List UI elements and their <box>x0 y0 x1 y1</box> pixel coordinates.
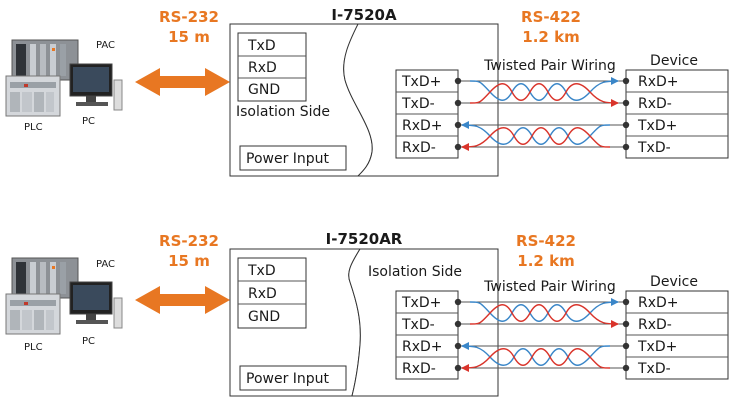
device-pin-rxd-plus: RxD+ <box>638 74 679 90</box>
panel-i7520ar: PAC PLC PC RS-232 15 m I-7520AR TxD RxD … <box>5 230 729 397</box>
rs232-label: RS-232 <box>159 232 219 250</box>
device-pin-txd-plus: TxD+ <box>637 118 677 134</box>
pc-icon <box>69 63 123 111</box>
twisted-pair-wires <box>454 298 630 372</box>
pc-label: PC <box>82 116 95 127</box>
rs422-label: RS-422 <box>521 8 581 26</box>
pac-icon <box>11 39 79 81</box>
power-input-label: Power Input <box>246 371 330 387</box>
pin-gnd: GND <box>248 309 280 325</box>
rs422-distance: 1.2 km <box>517 252 574 270</box>
pac-label: PAC <box>96 40 115 51</box>
isolation-side-label: Isolation Side <box>236 104 330 120</box>
rs232-arrow-icon <box>135 286 230 314</box>
device-pin-block: RxD+ RxD- TxD+ TxD- <box>625 290 729 380</box>
power-input-box <box>239 365 347 391</box>
pin-rxd-plus: RxD+ <box>402 339 443 355</box>
device-label: Device <box>650 274 698 290</box>
twisted-pair-wires <box>454 77 630 151</box>
twisted-pair-label: Twisted Pair Wiring <box>483 58 616 74</box>
rs422-pin-block: TxD+ TxD- RxD+ RxD- <box>395 290 459 380</box>
pin-txd: TxD <box>247 263 276 279</box>
pin-rxd: RxD <box>248 286 277 302</box>
device-label: Device <box>650 53 698 69</box>
device-pin-rxd-plus: RxD+ <box>638 295 679 311</box>
rs422-distance: 1.2 km <box>522 28 579 46</box>
rs422-pin-block: TxD+ TxD- RxD+ RxD- <box>395 69 459 159</box>
power-input-box <box>239 145 347 171</box>
device-pin-txd-plus: TxD+ <box>637 339 677 355</box>
pin-txd-plus: TxD+ <box>401 295 441 311</box>
pin-rxd-minus: RxD- <box>402 361 436 377</box>
rs232-distance: 15 m <box>168 252 210 270</box>
plc-icon <box>5 293 61 335</box>
device-pin-txd-minus: TxD- <box>637 361 671 377</box>
pin-txd-minus: TxD- <box>401 96 435 112</box>
panel-i7520a: PAC PLC PC RS-232 15 m I-7520A TxD RxD G… <box>5 6 729 177</box>
pc-icon <box>69 281 123 329</box>
power-input-label: Power Input <box>246 151 330 167</box>
pin-txd: TxD <box>247 38 276 54</box>
rs232-distance: 15 m <box>168 28 210 46</box>
device-pin-block: RxD+ RxD- TxD+ TxD- <box>625 69 729 159</box>
rs422-label: RS-422 <box>516 232 576 250</box>
rs232-pin-block: TxD RxD GND <box>237 257 307 329</box>
device-pin-rxd-minus: RxD- <box>638 317 672 333</box>
rs232-arrow-icon <box>135 68 230 96</box>
model-title: I-7520AR <box>326 230 403 248</box>
device-pin-txd-minus: TxD- <box>637 140 671 156</box>
pac-icon <box>11 257 79 299</box>
pac-label: PAC <box>96 259 115 270</box>
isolation-side-label: Isolation Side <box>368 264 462 280</box>
plc-label: PLC <box>24 122 43 133</box>
pin-rxd: RxD <box>248 60 277 76</box>
model-title: I-7520A <box>331 6 397 24</box>
computers-illustration: PAC PLC PC <box>5 257 123 353</box>
rs232-pin-block: TxD RxD GND <box>237 32 307 102</box>
pin-txd-minus: TxD- <box>401 317 435 333</box>
plc-label: PLC <box>24 342 43 353</box>
computers-illustration: PAC PLC PC <box>5 39 123 133</box>
pc-label: PC <box>82 336 95 347</box>
twisted-pair-label: Twisted Pair Wiring <box>483 279 616 295</box>
device-pin-rxd-minus: RxD- <box>638 96 672 112</box>
plc-icon <box>5 75 61 117</box>
pin-rxd-plus: RxD+ <box>402 118 443 134</box>
pin-txd-plus: TxD+ <box>401 74 441 90</box>
pin-gnd: GND <box>248 82 280 98</box>
rs232-label: RS-232 <box>159 8 219 26</box>
pin-rxd-minus: RxD- <box>402 140 436 156</box>
